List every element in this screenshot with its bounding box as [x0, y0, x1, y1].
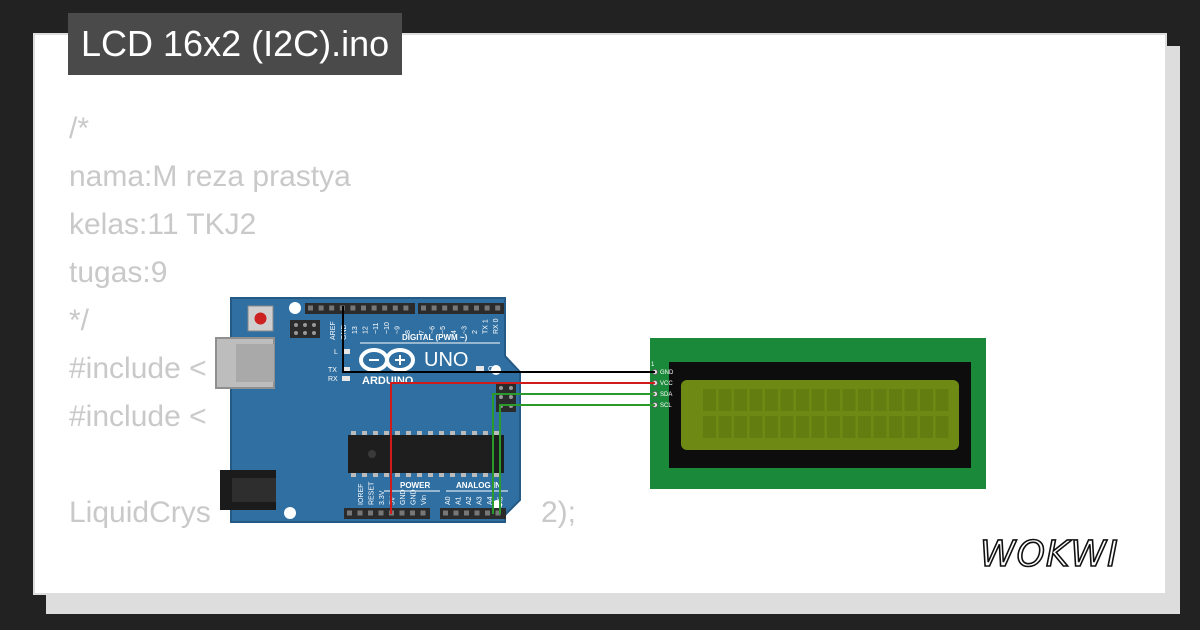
arduino-brand-label: ARDUINO	[362, 375, 414, 387]
wire-vcc[interactable]	[390, 382, 655, 514]
power-header[interactable]	[344, 508, 430, 519]
code-line: #include <	[69, 400, 207, 433]
analog-pin-label: A1	[456, 496, 463, 505]
on-led	[476, 366, 484, 371]
digital-pin-label: 7	[419, 330, 426, 334]
gnd-label: GND	[341, 324, 348, 340]
lcd-module[interactable]: 1 GND VCC SDA SCL	[650, 338, 986, 489]
digital-pin-label: 13	[352, 326, 359, 334]
arduino-logo-icon	[359, 348, 415, 372]
digital-pin-label: ~6	[430, 326, 437, 334]
digital-label: DIGITAL (PWM ~)	[402, 333, 468, 342]
power-pin-label: Vin	[421, 495, 428, 505]
code-line: LiquidCrys	[69, 496, 211, 529]
wokwi-logo: WOKWI	[974, 526, 1150, 578]
code-line: */	[69, 304, 90, 337]
rx-led	[342, 376, 350, 381]
digital-pin-label: ~3	[461, 326, 468, 334]
analog-header[interactable]	[440, 508, 506, 519]
digital-pin-label: 4	[451, 330, 458, 334]
rx-led-label: RX	[328, 376, 338, 383]
power-label: POWER	[400, 481, 430, 490]
lcd-pin-label: VCC	[660, 381, 673, 387]
power-pin-label: GND	[411, 489, 418, 505]
analog-pin-label: A0	[445, 496, 452, 505]
digital-pin-label: ~10	[384, 322, 391, 334]
digital-pin-label: RX 0	[493, 318, 500, 334]
on-led-label: ON	[488, 366, 499, 373]
power-pin-label: 3.3V	[379, 490, 386, 505]
icsp-header	[290, 320, 320, 338]
l-led-label: L	[334, 349, 338, 356]
project-title[interactable]: LCD 16x2 (I2C).ino	[68, 13, 403, 75]
digital-pin-label: ~11	[373, 323, 380, 334]
lcd-pin-label: SDA	[660, 392, 672, 398]
code-line: #include <	[69, 352, 207, 385]
analog-pin-label: A2	[466, 496, 473, 505]
digital-pin-label: TX 1	[483, 319, 490, 334]
uno-label: UNO	[424, 349, 468, 371]
tx-led	[342, 367, 350, 372]
usb-connector	[215, 337, 275, 389]
digital-pin-label: ~5	[440, 326, 447, 334]
code-line: /*	[69, 112, 90, 145]
analog-label: ANALOG IN	[456, 481, 501, 490]
code-line: nama:M reza prastya	[69, 160, 351, 193]
lcd-pin-label: GND	[660, 370, 674, 376]
power-jack	[220, 470, 276, 510]
power-pin-label: RESET	[369, 481, 376, 505]
digital-pin-label: 2	[472, 330, 479, 334]
lcd-pin1-label: 1	[651, 362, 655, 368]
digital-pin-label: 8	[405, 330, 412, 334]
power-pin-label: GND	[400, 489, 407, 505]
atmega-chip	[348, 431, 504, 477]
digital-pin-label: 12	[363, 326, 370, 334]
digital-header[interactable]	[305, 303, 504, 314]
code-preview: /* nama:M reza prastya kelas:11 TKJ2 tug…	[69, 105, 351, 593]
wire-gnd[interactable]	[342, 306, 655, 373]
code-line: tugas:9	[69, 256, 168, 289]
tx-led-label: TX	[328, 367, 337, 374]
lcd-pin-label: SCL	[660, 403, 672, 409]
svg-text:WOKWI: WOKWI	[980, 534, 1119, 575]
analog-pin-label: A4	[487, 496, 494, 505]
reset-button[interactable]	[247, 305, 274, 332]
analog-pin-label: A3	[477, 496, 484, 505]
code-tail: 2);	[541, 496, 577, 529]
code-line: void setup() {	[69, 585, 351, 593]
mounting-hole	[289, 302, 301, 314]
code-line: kelas:11 TKJ2	[69, 208, 257, 241]
wokwi-logo-icon: WOKWI	[979, 533, 1119, 576]
power-pin-label: 5V	[390, 496, 397, 505]
wire-scl[interactable]	[499, 404, 655, 514]
l-led	[342, 349, 350, 354]
digital-pin-label: ~9	[394, 326, 401, 334]
wire-sda[interactable]	[492, 393, 655, 514]
mounting-hole	[284, 507, 296, 519]
power-pin-label: IOREF	[358, 484, 365, 505]
lcd-character-cells	[703, 389, 949, 438]
aref-label: AREF	[330, 321, 337, 340]
bottom-header-pins	[347, 510, 501, 516]
digital-header-pins	[308, 305, 501, 311]
